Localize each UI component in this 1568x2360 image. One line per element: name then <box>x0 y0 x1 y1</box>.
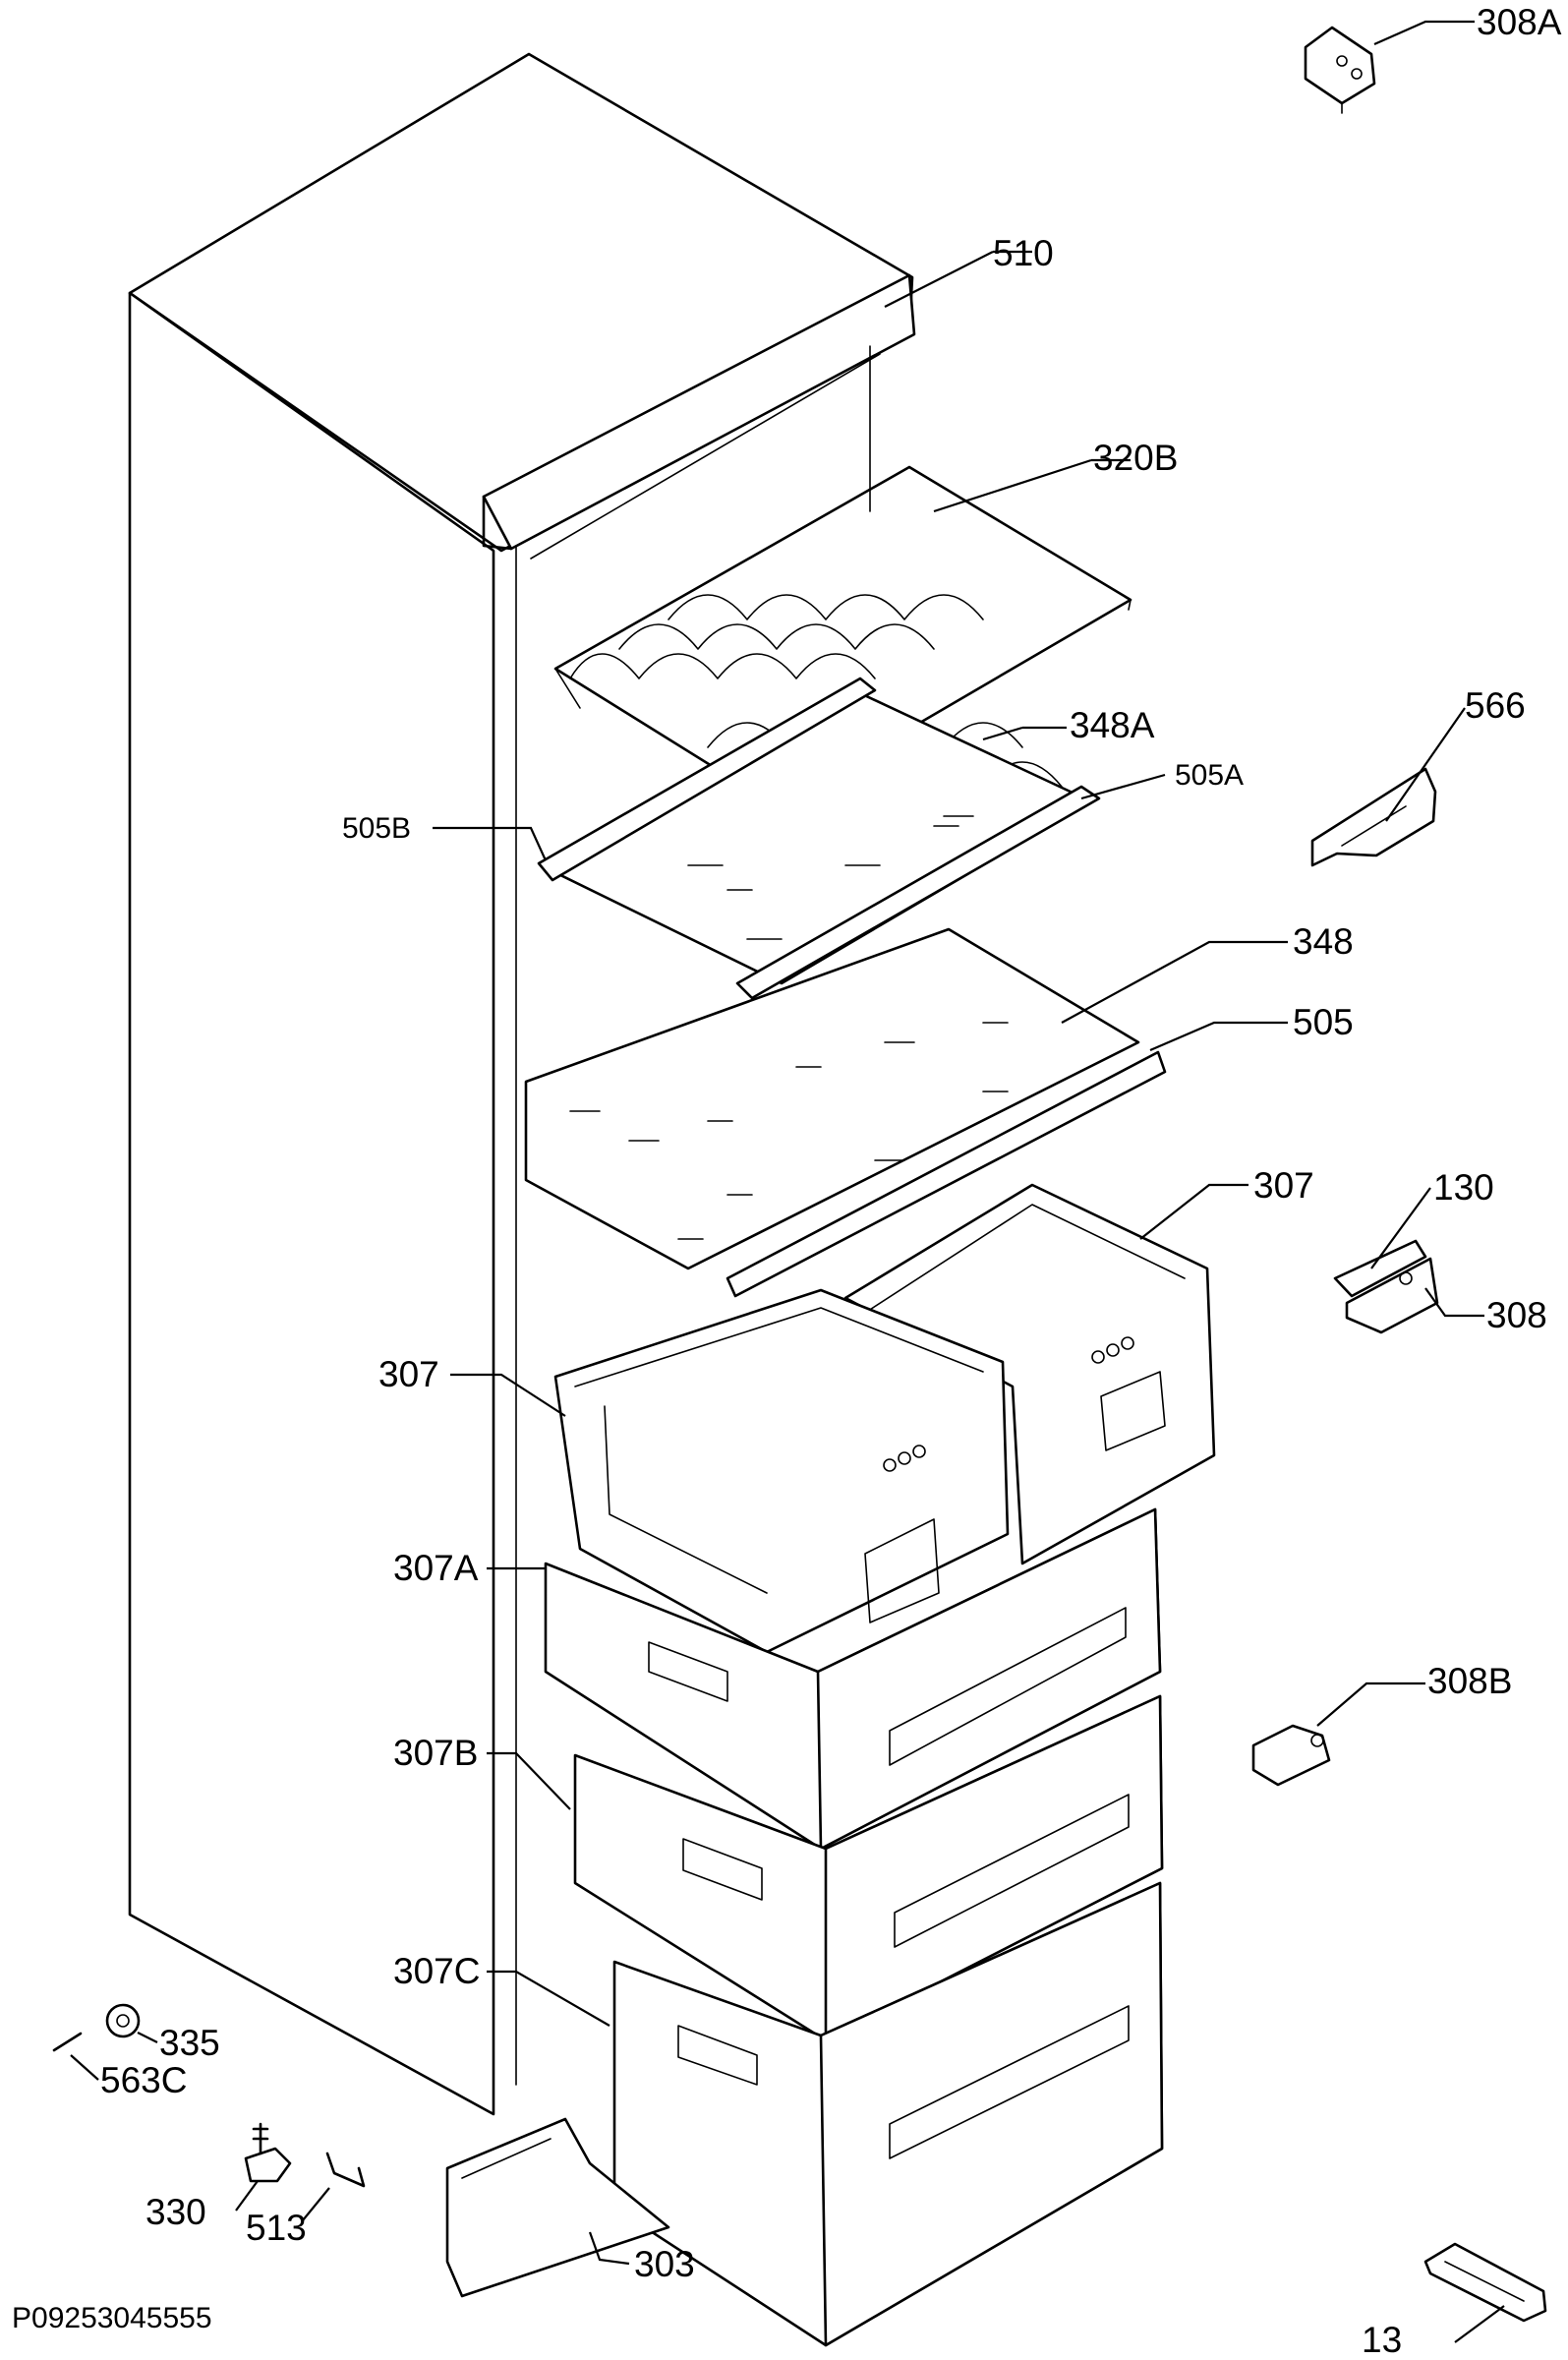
label-505: 505 <box>1293 1002 1354 1042</box>
label-348: 348 <box>1293 921 1354 962</box>
handle-13 <box>1423 2242 1547 2323</box>
label-307-left: 307 <box>378 1354 439 1394</box>
glass-shelf-348 <box>524 927 1167 1298</box>
label-308a: 308A <box>1477 2 1562 42</box>
label-505a: 505A <box>1175 759 1244 792</box>
label-330: 330 <box>145 2192 206 2232</box>
label-510: 510 <box>993 233 1054 273</box>
label-308: 308 <box>1486 1295 1547 1335</box>
cover-566 <box>1310 767 1437 867</box>
hinge-308b <box>1251 1724 1331 1787</box>
freezer-drawer-307a <box>544 1507 1162 1851</box>
label-307a: 307A <box>393 1548 479 1588</box>
pin-563c <box>52 2032 83 2052</box>
clip-513 <box>325 2152 366 2188</box>
label-320b: 320B <box>1093 438 1178 478</box>
freezer-drawer-307b <box>573 1694 1164 2042</box>
glass-shelf-348a <box>537 677 1101 1000</box>
hinge-308a <box>1304 26 1376 114</box>
label-307-right: 307 <box>1253 1165 1314 1206</box>
label-335: 335 <box>159 2023 220 2063</box>
hinge-130-308 <box>1333 1239 1439 1334</box>
cabinet-body <box>128 52 916 2116</box>
bush-335 <box>105 2003 141 2038</box>
label-303: 303 <box>634 2244 695 2284</box>
label-505b: 505B <box>342 812 411 845</box>
label-308b: 308B <box>1427 1661 1512 1701</box>
label-307c: 307C <box>393 1951 480 1991</box>
callout-labels: 308A 510 320B 566 348A 505A 505B 348 505… <box>12 2 1562 2360</box>
label-130: 130 <box>1433 1167 1494 1208</box>
label-513: 513 <box>246 2208 307 2248</box>
label-307b: 307B <box>393 1733 478 1773</box>
drawing-code: P09253045555 <box>12 2302 212 2334</box>
leader-lines <box>70 20 1505 2343</box>
crisper-drawer-307-left <box>553 1288 1010 1654</box>
label-563c: 563C <box>100 2060 187 2100</box>
plinth-303 <box>445 2117 670 2298</box>
crisper-drawer-307-right <box>843 1183 1216 1565</box>
label-566: 566 <box>1465 685 1526 726</box>
label-13: 13 <box>1362 2320 1402 2360</box>
foot-330 <box>244 2122 292 2183</box>
label-348a: 348A <box>1070 705 1155 745</box>
